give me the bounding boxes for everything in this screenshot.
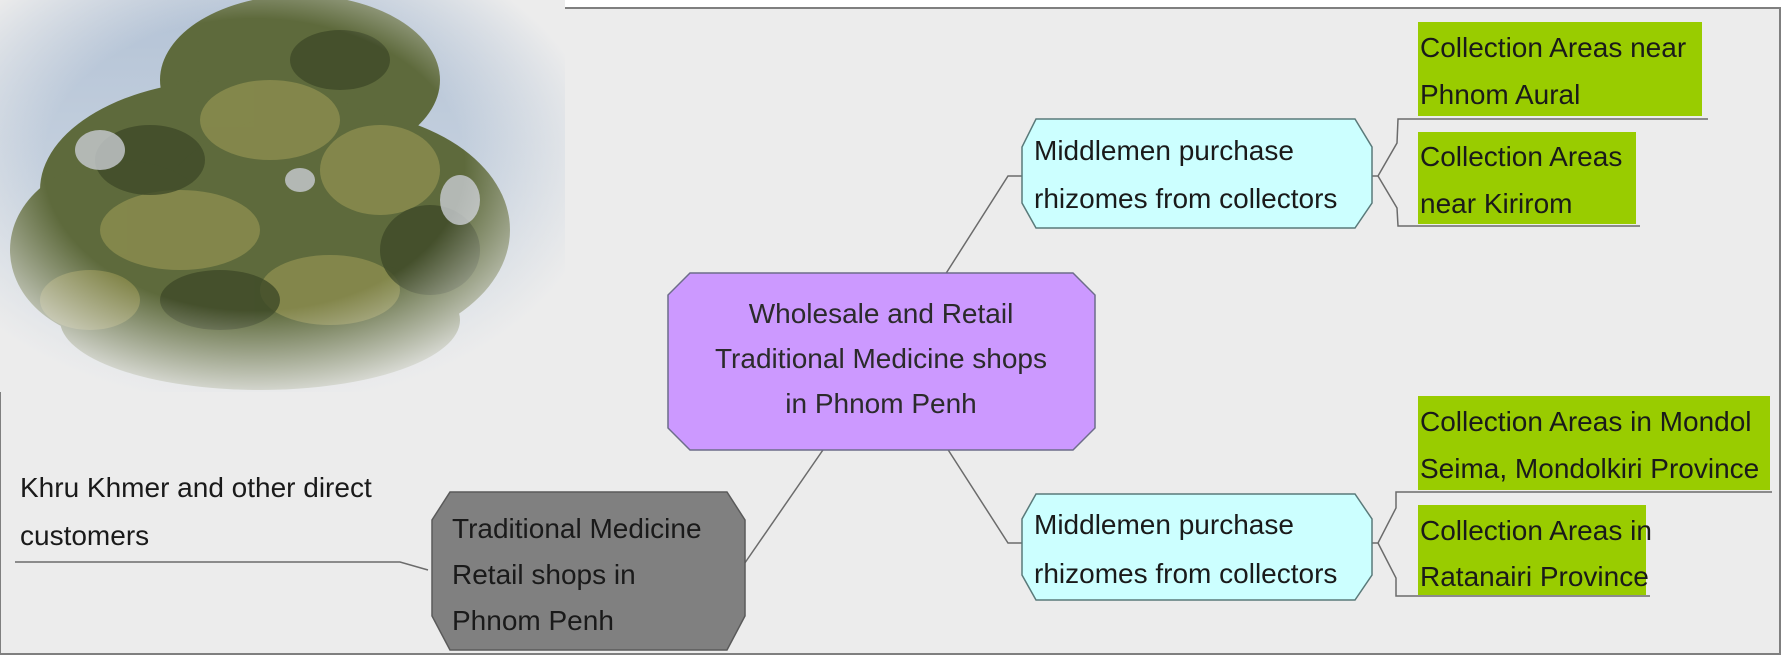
collection-kirirom-line-2: near Kirirom (1420, 188, 1572, 219)
retail-line-2: Retail shops in (452, 559, 636, 590)
customers-line-1: Khru Khmer and other direct (20, 472, 372, 503)
retail-node (431, 491, 746, 651)
retail-line-3: Phnom Penh (452, 605, 614, 636)
collection-aural-line-1: Collection Areas near (1420, 32, 1686, 63)
customers-line-2: customers (20, 520, 149, 551)
collection-mondolkiri-line-1: Collection Areas in Mondol (1420, 406, 1752, 437)
collection-ratanakiri-line-1: Collection Areas in (1420, 515, 1652, 546)
collection-aural-line-2: Phnom Aural (1420, 79, 1580, 110)
collection-area-kirirom (1418, 132, 1636, 224)
collection-mondolkiri-line-2: Seima, Mondolkiri Province (1420, 453, 1759, 484)
center-node (667, 272, 1096, 451)
collection-area-mondolkiri (1418, 396, 1770, 490)
collection-ratanakiri-line-2: Ratanairi Province (1420, 561, 1649, 592)
center-node-line-2: Traditional Medicine shops (715, 343, 1047, 374)
center-node-line-1: Wholesale and Retail (749, 298, 1014, 329)
collection-kirirom-line-1: Collection Areas (1420, 141, 1622, 172)
middlemen-bottom-line-2: rhizomes from collectors (1034, 558, 1337, 589)
center-node-line-3: in Phnom Penh (785, 388, 976, 419)
tree-photo (0, 0, 565, 392)
collection-area-aural (1418, 22, 1702, 116)
middlemen-bottom-line-1: Middlemen purchase (1034, 509, 1294, 540)
middlemen-top-line-1: Middlemen purchase (1034, 135, 1294, 166)
middlemen-bottom-node (1021, 493, 1373, 601)
middlemen-top-line-2: rhizomes from collectors (1034, 183, 1337, 214)
retail-line-1: Traditional Medicine (452, 513, 702, 544)
collection-area-ratanakiri (1418, 505, 1646, 595)
middlemen-top-node (1021, 118, 1373, 229)
